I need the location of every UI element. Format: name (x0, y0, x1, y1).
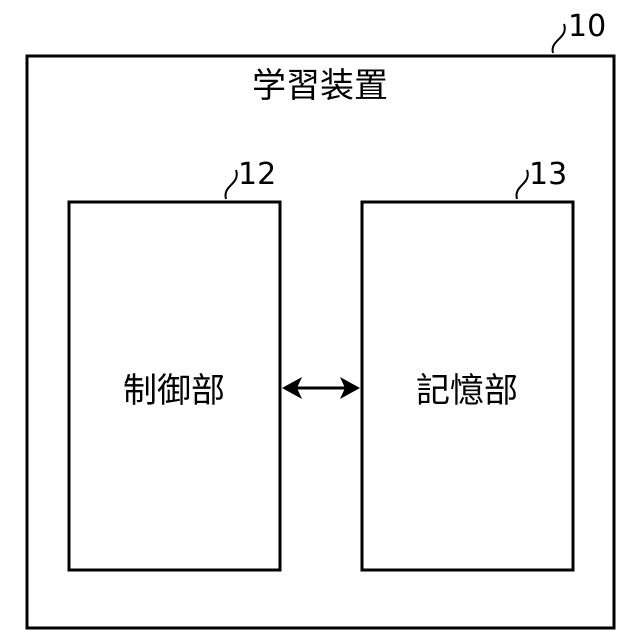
control-ref-number: 12 (238, 157, 276, 192)
storage-ref-number: 13 (529, 157, 567, 192)
storage-ref-leader (516, 170, 527, 199)
device-title: 学習装置 (252, 66, 388, 106)
device-box (27, 56, 614, 628)
control-block-label: 制御部 (123, 371, 225, 411)
bidirectional-arrow (282, 377, 360, 399)
device-ref-number: 10 (568, 9, 606, 44)
control-ref-leader (225, 170, 236, 199)
device-ref-leader (553, 24, 565, 53)
storage-block-label: 記憶部 (416, 371, 518, 411)
